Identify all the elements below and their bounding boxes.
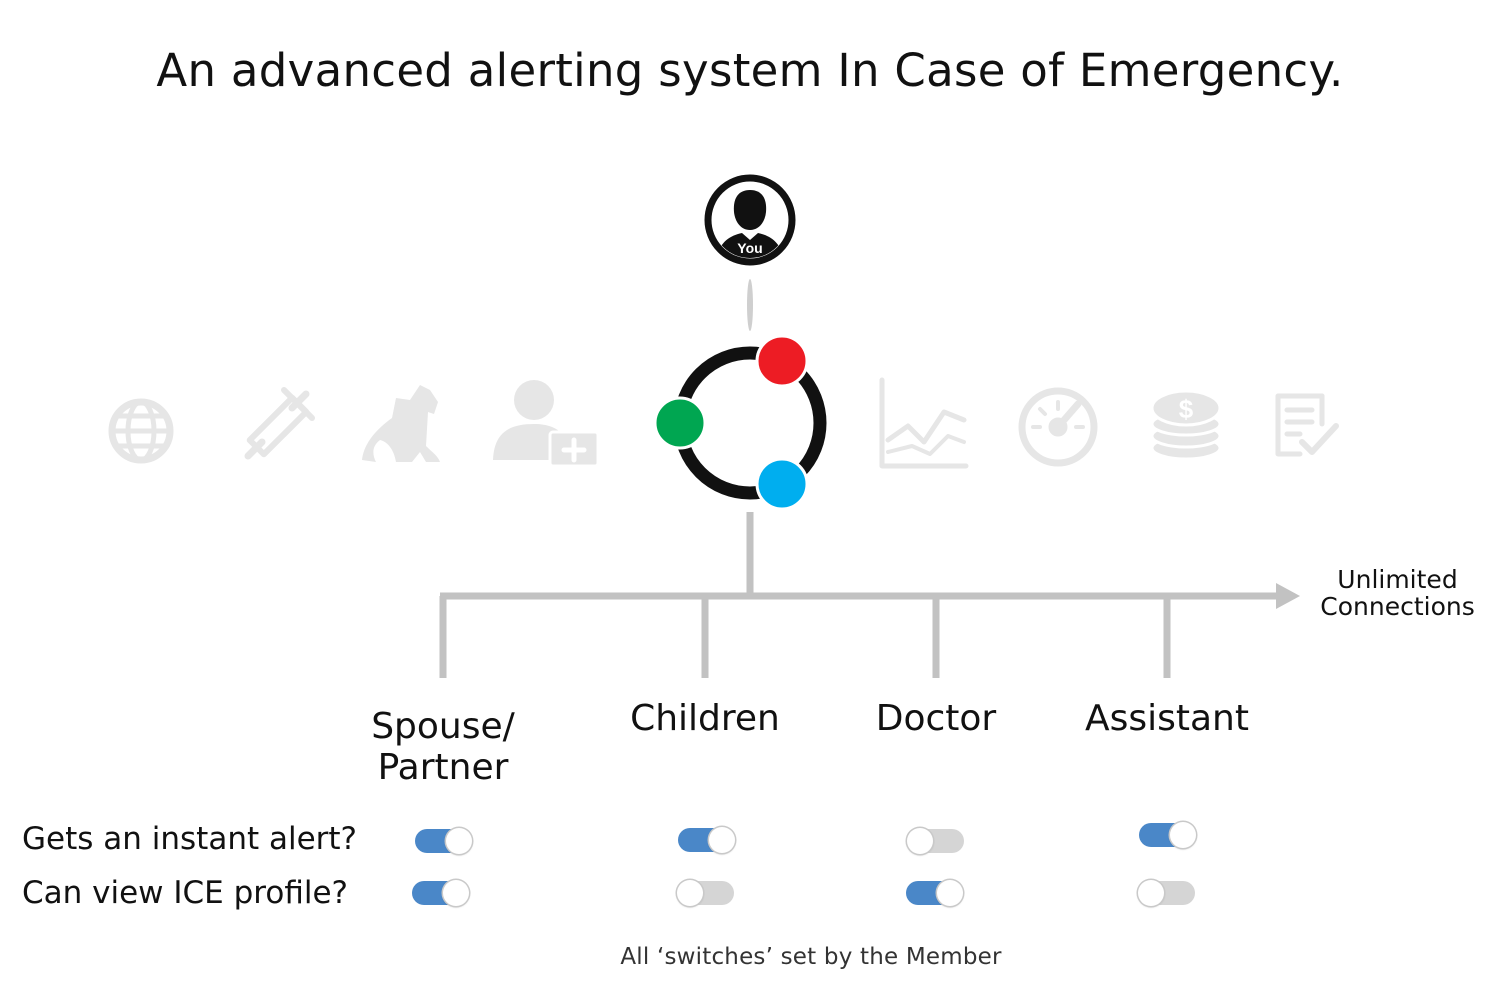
connection-label-doctor: Doctor — [875, 698, 997, 739]
question-instant-alert: Gets an instant alert? — [22, 821, 358, 857]
toggle-knob — [443, 880, 469, 906]
footer-note: All ‘switches’ set by the Member — [620, 944, 1002, 970]
coins-icon: $ — [1150, 389, 1222, 461]
globe-icon — [108, 398, 174, 464]
unlimited-connections-label: Unlimited Connections — [1320, 565, 1475, 621]
connection-label-spouse: Spouse/ Partner — [371, 706, 515, 788]
toggle-children-profile[interactable] — [677, 880, 734, 906]
toggle-assistant-alert[interactable] — [1139, 822, 1196, 848]
toggle-children-alert[interactable] — [678, 827, 735, 853]
toggle-knob — [1170, 822, 1196, 848]
page-title: An advanced alerting system In Case of E… — [156, 44, 1344, 97]
hub-blue-dot — [755, 457, 809, 511]
toggle-knob — [677, 880, 703, 906]
svg-text:$: $ — [1179, 394, 1194, 424]
hub-red-dot — [755, 334, 809, 388]
toggle-doctor-profile[interactable] — [906, 880, 963, 906]
pets-icon — [362, 385, 440, 462]
toggle-knob — [907, 828, 933, 854]
hub-logo — [653, 334, 827, 511]
medical-profile-icon — [493, 380, 600, 468]
gauge-icon — [1018, 387, 1098, 467]
toggle-spouse-alert[interactable] — [415, 828, 472, 854]
hub-green-dot — [653, 396, 707, 450]
connection-label-assistant: Assistant — [1084, 698, 1249, 739]
you-avatar[interactable]: You — [704, 174, 796, 266]
toggle-knob — [709, 827, 735, 853]
you-label: You — [737, 240, 762, 256]
connection-tree — [439, 512, 1280, 678]
connection-label-children: Children — [630, 698, 780, 739]
unlimited-arrowhead — [1276, 583, 1300, 609]
avatar-connector — [747, 279, 753, 331]
toggle-doctor-alert[interactable] — [907, 828, 964, 854]
checklist-icon — [1275, 393, 1339, 457]
toggle-spouse-profile[interactable] — [412, 880, 469, 906]
toggle-assistant-profile[interactable] — [1138, 880, 1195, 906]
syringe-icon — [244, 387, 315, 460]
toggle-knob — [1138, 880, 1164, 906]
toggle-knob — [446, 828, 472, 854]
chart-icon — [879, 377, 969, 469]
question-view-profile: Can view ICE profile? — [22, 875, 348, 911]
toggle-knob — [937, 880, 963, 906]
